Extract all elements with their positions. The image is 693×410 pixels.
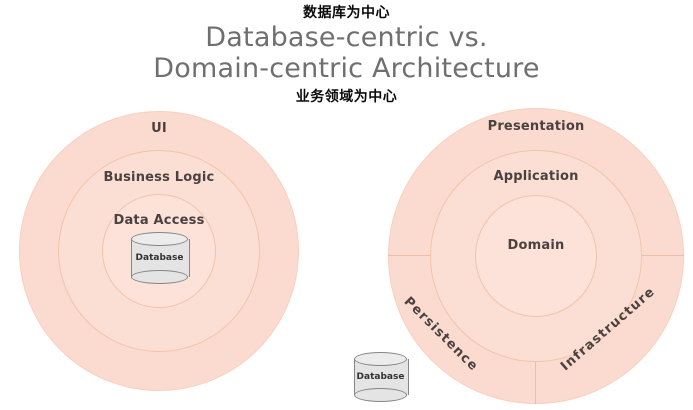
- left-label-data-access: Data Access: [113, 213, 205, 228]
- right-label-application: Application: [493, 169, 579, 184]
- cylinder-bottom-ellipse: [354, 388, 407, 402]
- cylinder-bottom-ellipse: [131, 270, 188, 284]
- page-title: Database-centric vs. Domain-centric Arch…: [153, 22, 540, 84]
- annotation-database-centric: 数据库为中心: [303, 5, 390, 21]
- left-database-cylinder[interactable]: Database: [131, 232, 190, 284]
- left-label-ui: UI: [151, 121, 167, 136]
- cylinder-top-ellipse: [131, 232, 188, 246]
- right-database-label: Database: [356, 372, 405, 382]
- right-database-cylinder[interactable]: Database: [354, 352, 409, 402]
- divider-bottom-vertical: [535, 362, 536, 404]
- left-database-label: Database: [135, 253, 184, 263]
- cylinder-top-ellipse: [354, 352, 407, 366]
- right-ring-domain[interactable]: [475, 195, 597, 317]
- divider-left-horizontal: [388, 255, 430, 256]
- right-label-presentation: Presentation: [487, 119, 585, 134]
- left-label-business-logic: Business Logic: [103, 170, 215, 185]
- annotation-domain-centric: 业务领域为中心: [295, 89, 398, 105]
- right-label-domain: Domain: [507, 238, 565, 253]
- divider-right-horizontal: [642, 255, 684, 256]
